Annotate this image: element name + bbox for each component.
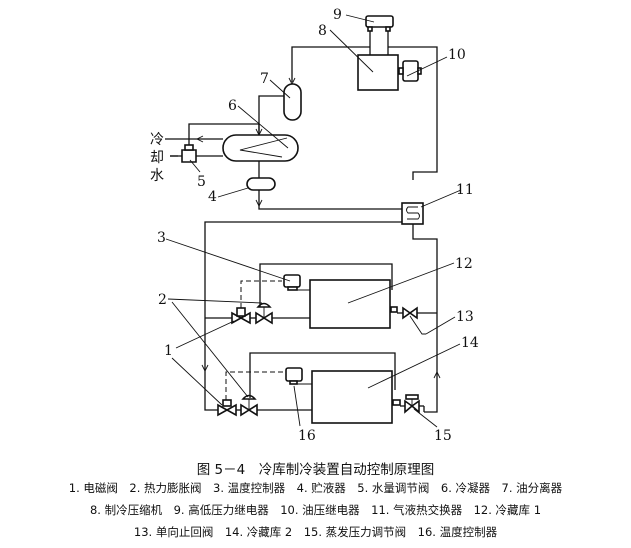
solenoid-valve-1-lower bbox=[217, 399, 237, 417]
water-regulating-valve bbox=[181, 144, 197, 163]
label-14: 14 bbox=[461, 335, 479, 351]
cooling-water-label-2: 却 bbox=[150, 150, 164, 166]
label-10: 10 bbox=[448, 47, 466, 63]
label-8: 8 bbox=[318, 23, 327, 39]
label-4: 4 bbox=[208, 189, 217, 205]
label-16: 16 bbox=[298, 428, 316, 444]
legend-line-2: 8. 制冷压缩机 9. 高低压力继电器 10. 油压继电器 11. 气液热交换器… bbox=[89, 503, 542, 517]
liquid-receiver bbox=[246, 177, 276, 191]
label-7: 7 bbox=[260, 71, 269, 87]
label-6: 6 bbox=[228, 98, 237, 114]
expansion-valve-upper bbox=[255, 302, 273, 325]
leader-lines bbox=[165, 14, 462, 428]
gas-liquid-heat-exchanger bbox=[401, 202, 424, 225]
legend-line-3: 13. 单向止回阀 14. 冷藏库 2 15. 蒸发压力调节阀 16. 温度控制… bbox=[133, 525, 498, 539]
evaporator-pressure-regulating-valve bbox=[392, 394, 425, 414]
compressor bbox=[357, 54, 399, 91]
check-valve bbox=[390, 306, 437, 320]
figure-title: 图 5－4 冷库制冷装置自动控制原理图 bbox=[196, 462, 435, 478]
expansion-valve-lower bbox=[240, 394, 258, 417]
temperature-controller-3 bbox=[283, 274, 310, 291]
cooling-water-label-1: 冷 bbox=[150, 132, 164, 148]
label-9: 9 bbox=[333, 7, 342, 23]
label-3: 3 bbox=[157, 230, 166, 246]
legend-line-1: 1. 电磁阀 2. 热力膨胀阀 3. 温度控制器 4. 贮液器 5. 水量调节阀… bbox=[68, 481, 563, 495]
label-11: 11 bbox=[456, 182, 474, 198]
solenoid-valve-1-upper bbox=[231, 307, 251, 325]
label-12: 12 bbox=[455, 256, 473, 272]
cold-room-1 bbox=[309, 279, 391, 329]
label-15: 15 bbox=[434, 428, 452, 444]
condenser bbox=[222, 134, 299, 162]
label-13: 13 bbox=[456, 309, 474, 325]
label-1: 1 bbox=[164, 343, 173, 359]
label-2: 2 bbox=[158, 292, 167, 308]
oil-separator bbox=[283, 83, 302, 121]
cooling-water-label-3: 水 bbox=[150, 168, 164, 184]
pressure-relay bbox=[365, 15, 394, 55]
cold-room-2 bbox=[311, 370, 393, 424]
label-5: 5 bbox=[197, 174, 206, 190]
temperature-controller-16 bbox=[285, 367, 312, 385]
refrigeration-schematic: 9 8 10 7 6 5 4 11 3 12 2 13 14 1 16 15 冷… bbox=[150, 7, 479, 444]
